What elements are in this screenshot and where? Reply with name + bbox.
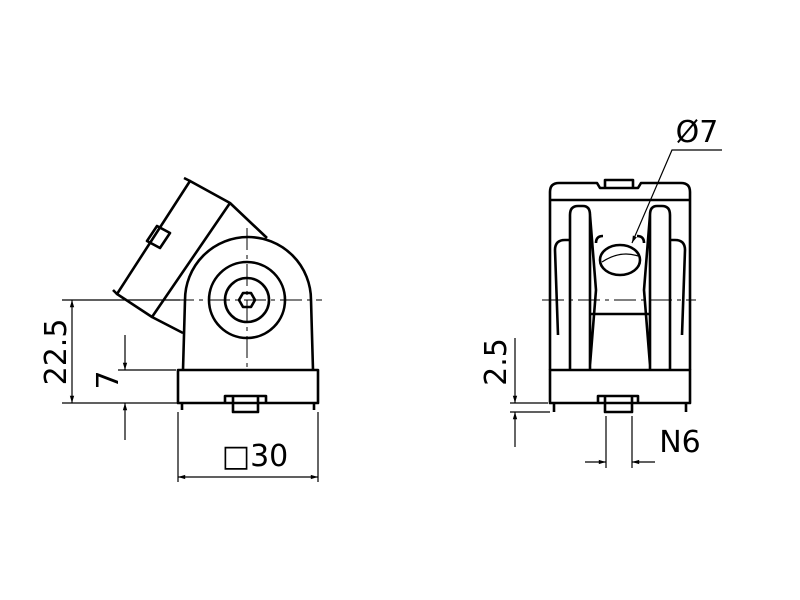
dim-base-height: 7 (91, 370, 126, 389)
dim-hole-diameter: Ø7 (676, 115, 719, 150)
top-tab (603, 178, 635, 188)
front-view: Ø7 2.5 N6 (479, 115, 722, 468)
base-block (176, 368, 320, 405)
dim-profile-size: □30 (222, 439, 289, 474)
front-body-outline (548, 181, 692, 370)
dim-height-center: 22.5 (39, 319, 74, 386)
front-feet (552, 403, 688, 412)
feet (180, 403, 316, 410)
hole-leader (631, 149, 722, 244)
right-plate (642, 204, 672, 370)
base-slot (223, 394, 268, 414)
tilted-arm (115, 179, 268, 335)
upright-body (181, 235, 315, 371)
right-ear (670, 238, 687, 336)
side-view: 22.5 7 □30 (39, 176, 322, 482)
arm-tab (145, 224, 172, 250)
dim-foot-height: 2.5 (479, 338, 514, 386)
left-plate (568, 204, 598, 370)
front-base-block (548, 368, 692, 405)
hole-7 (598, 243, 642, 277)
front-slot (596, 394, 640, 414)
left-ear (553, 238, 570, 336)
dim-slot-nut: N6 (659, 425, 701, 460)
